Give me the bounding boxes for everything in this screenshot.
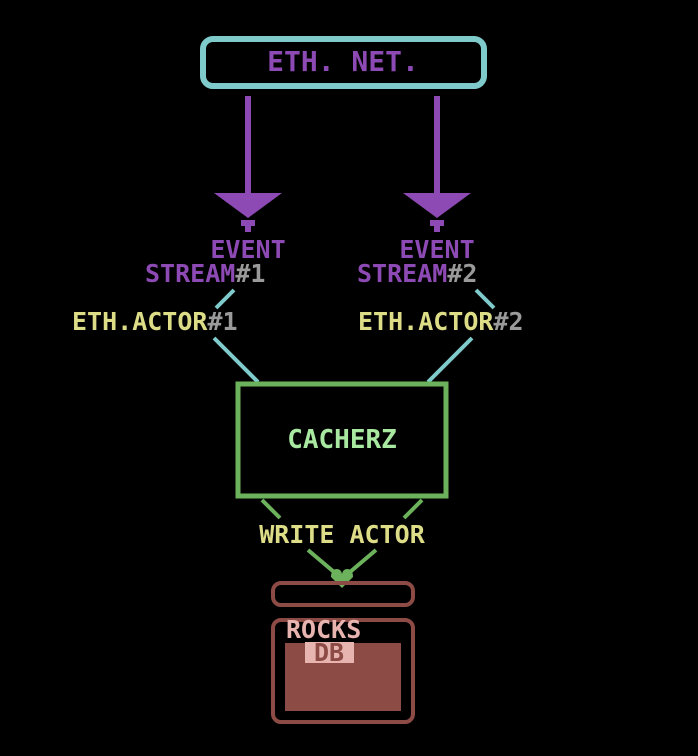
eth-actor-1-name: ETH.ACTOR xyxy=(72,307,208,336)
eth-net-box xyxy=(200,36,487,89)
cacherz-box xyxy=(235,381,449,499)
eth-actor-1-label: ETH.ACTOR#1 xyxy=(72,307,238,336)
event-stream-1-line2: STREAM#1 xyxy=(145,259,265,288)
eth-net-label: ETH. NET. xyxy=(267,45,419,78)
connector-actor-1-cacherz xyxy=(212,336,260,384)
rocksdb-lid xyxy=(271,581,415,607)
connector-stream-1-actor-1 xyxy=(214,288,236,310)
eth-actor-2-label: ETH.ACTOR#2 xyxy=(358,307,524,336)
event-stream-2-name: STREAM xyxy=(357,259,447,288)
event-stream-1-number: #1 xyxy=(235,259,265,288)
connector-write-db-right xyxy=(348,548,378,574)
arrow-to-stream-2 xyxy=(403,96,471,232)
arrow-to-stream-1 xyxy=(214,96,282,232)
event-stream-2-number: #2 xyxy=(447,259,477,288)
rocksdb-label-line1: ROCKS xyxy=(286,615,361,644)
connector-cacherz-write-right xyxy=(402,498,424,520)
rocksdb-label-line2: DB xyxy=(314,638,344,667)
write-actor-label: WRITE ACTOR xyxy=(259,520,426,549)
connector-stream-2-actor-2 xyxy=(474,288,496,310)
heart-arrowhead-icon xyxy=(331,569,353,588)
event-stream-2-line1: EVENT xyxy=(399,235,474,264)
eth-actor-2-number: #2 xyxy=(493,307,523,336)
connector-actor-2-cacherz xyxy=(426,336,474,384)
rocksdb-body-outline xyxy=(271,618,415,724)
connector-write-db-left xyxy=(306,548,336,574)
cacherz-label: CACHERZ xyxy=(287,425,397,455)
eth-actor-2-name: ETH.ACTOR xyxy=(358,307,494,336)
db-label-background xyxy=(305,642,354,663)
event-stream-1-line1: EVENT xyxy=(210,235,285,264)
connector-cacherz-write-left xyxy=(260,498,282,520)
eth-actor-1-number: #1 xyxy=(207,307,237,336)
event-stream-2-line2: STREAM#2 xyxy=(357,259,477,288)
event-stream-1-name: STREAM xyxy=(145,259,235,288)
